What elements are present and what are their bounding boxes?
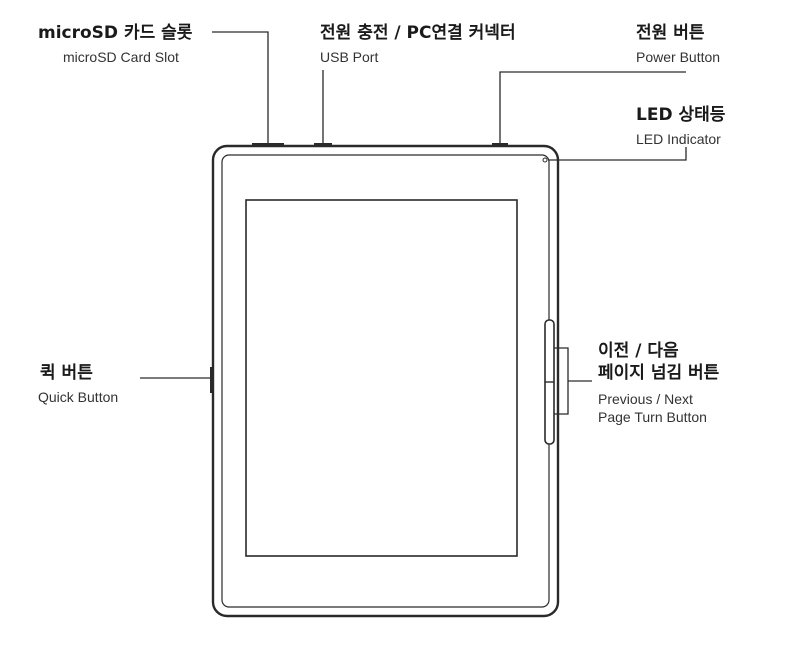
label-power-button: 전원 버튼 Power Button <box>636 22 720 66</box>
label-led-indicator: LED 상태등 LED Indicator <box>636 104 725 148</box>
label-quick-en: Quick Button <box>38 389 119 405</box>
label-page-en-line1: Previous / Next <box>598 391 693 407</box>
label-page-ko-line1: 이전 / 다음 <box>598 341 679 361</box>
power-leader <box>499 71 686 143</box>
label-page-turn-buttons: 이전 / 다음 페이지 넘김 버튼 Previous / Next Page T… <box>598 340 719 426</box>
led-indicator <box>542 157 548 163</box>
device-body <box>211 144 560 618</box>
label-led-en: LED Indicator <box>636 131 721 147</box>
power-button <box>492 143 508 147</box>
label-microsd-ko: microSD 카드 슬롯 <box>38 23 193 43</box>
led-leader <box>549 147 687 161</box>
microsd-slot <box>252 143 284 147</box>
label-led-ko: LED 상태등 <box>636 105 726 125</box>
microsd-leader <box>212 31 269 143</box>
label-page-ko-line2: 페이지 넘김 버튼 <box>598 363 720 383</box>
label-usb-en: USB Port <box>320 49 379 65</box>
label-microsd-slot: microSD 카드 슬롯 microSD Card Slot <box>38 22 192 66</box>
label-usb-port: 전원 충전 / PC연결 커넥터 USB Port <box>320 22 516 66</box>
label-quick-button: 퀵 버튼 Quick Button <box>38 362 119 406</box>
label-microsd-en: microSD Card Slot <box>63 49 179 65</box>
device-screen <box>245 199 518 557</box>
quick-button <box>210 367 214 393</box>
label-power-ko: 전원 버튼 <box>636 23 705 43</box>
label-page-en-line2: Page Turn Button <box>598 409 707 425</box>
label-quick-ko: 퀵 버튼 <box>40 363 93 383</box>
usb-port <box>314 143 332 147</box>
label-power-en: Power Button <box>636 49 721 65</box>
label-usb-ko: 전원 충전 / PC연결 커넥터 <box>320 23 516 43</box>
